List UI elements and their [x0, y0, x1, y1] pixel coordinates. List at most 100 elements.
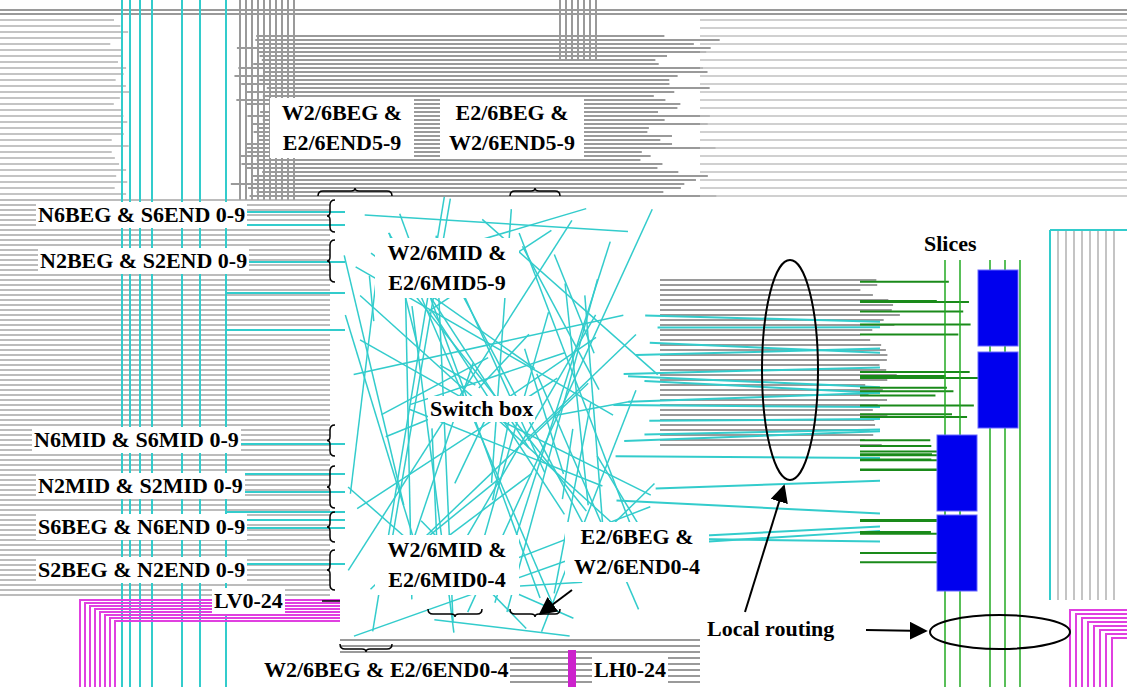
- grey-wire: [700, 155, 1127, 157]
- grey-wire: [0, 284, 330, 286]
- grey-wire: [256, 35, 664, 37]
- grey-wire: [660, 279, 876, 281]
- local-wire: [860, 281, 949, 283]
- grey-wire: [0, 399, 330, 401]
- cyan-wire: [357, 378, 557, 508]
- long-wire: [1100, 630, 1127, 687]
- grey-wire: [1097, 230, 1099, 600]
- local-wire: [860, 459, 939, 461]
- grey-wire: [0, 13, 1127, 15]
- long-wire: [1088, 622, 1127, 687]
- cyan-wire: [520, 582, 582, 586]
- cyan-wire: [644, 430, 880, 435]
- grey-wire: [0, 109, 121, 111]
- grey-wire: [0, 344, 330, 346]
- grey-wire: [700, 163, 1127, 165]
- grey-wire: [0, 97, 120, 99]
- cyan-wire: [129, 0, 131, 687]
- grey-wire: [0, 73, 124, 75]
- bracket: [327, 550, 335, 590]
- grey-wire: [234, 75, 677, 77]
- grey-wire: [660, 424, 875, 426]
- grey-wire: [0, 139, 112, 141]
- grey-wire: [0, 504, 330, 506]
- grey-wire: [700, 43, 1127, 45]
- grey-wire: [0, 151, 112, 153]
- grey-wire: [257, 0, 259, 200]
- local-wire: [860, 561, 938, 563]
- grey-wire: [0, 389, 330, 391]
- grey-wire: [660, 334, 860, 336]
- grey-wire: [0, 49, 123, 51]
- grey-wire: [660, 299, 888, 301]
- grey-wire: [0, 145, 129, 147]
- cyan-wire: [656, 481, 880, 489]
- wire-label: LH0-24: [592, 657, 668, 683]
- grey-wire: [340, 651, 700, 653]
- wire-label: W2/6MID & E2/6MID5-9: [375, 238, 519, 298]
- wire-label: W2/6BEG & E2/6END5-9: [270, 98, 414, 158]
- grey-wire: [0, 509, 330, 511]
- grey-wire: [0, 464, 330, 466]
- grey-wire: [0, 424, 330, 426]
- wire-label: N6MID & S6MID 0-9: [32, 427, 241, 453]
- grey-wire: [340, 645, 700, 647]
- grey-wire: [595, 0, 597, 60]
- grey-wire: [252, 175, 708, 177]
- local-wire: [860, 416, 967, 418]
- grey-wire: [0, 419, 330, 421]
- grey-wire: [263, 0, 265, 200]
- grey-wire: [260, 55, 667, 57]
- grey-wire: [253, 63, 659, 65]
- grey-wire: [577, 0, 579, 60]
- grey-wire: [0, 354, 330, 356]
- grey-wire: [0, 414, 330, 416]
- grey-wire: [0, 31, 128, 33]
- grey-wire: [0, 103, 114, 105]
- grey-wire: [559, 0, 561, 60]
- leader-arrow: [866, 630, 926, 631]
- grey-wire: [660, 444, 882, 446]
- grey-wire: [0, 55, 123, 57]
- local-wire: [860, 445, 931, 447]
- grey-wire: [0, 85, 126, 87]
- cyan-wire: [181, 0, 183, 687]
- grey-wire: [0, 554, 330, 556]
- grey-wire: [0, 324, 330, 326]
- cyan-wire: [421, 478, 500, 542]
- grey-wire: [0, 294, 330, 296]
- local-wire: [860, 552, 946, 554]
- grey-wire: [0, 364, 330, 366]
- wire-label: W2/6MID & E2/6MID0-4: [375, 535, 519, 595]
- grey-wire: [700, 75, 1127, 77]
- slice-block: [978, 352, 1018, 428]
- local-wire: [860, 324, 971, 326]
- long-wire: [1082, 618, 1127, 687]
- grey-wire: [0, 187, 115, 189]
- grey-wire: [0, 193, 126, 195]
- long-wire: [1106, 634, 1127, 687]
- grey-wire: [0, 163, 119, 165]
- wire-label: S6BEG & N6END 0-9: [36, 514, 247, 540]
- wire-label: S2BEG & N2END 0-9: [36, 557, 247, 583]
- cyan-wire: [617, 501, 880, 514]
- cyan-wire: [554, 402, 631, 416]
- cyan-wire: [628, 393, 880, 402]
- grey-wire: [263, 95, 654, 97]
- bracket: [340, 644, 392, 652]
- wire-label: Local routing: [705, 616, 836, 642]
- slices: [937, 270, 1018, 591]
- leader-arrow: [745, 486, 784, 612]
- grey-wire: [660, 289, 860, 291]
- bracket: [510, 609, 560, 617]
- local-wire: [860, 394, 935, 396]
- cyan-wire: [360, 296, 635, 544]
- grey-wire: [1049, 230, 1051, 600]
- grey-wire: [255, 179, 696, 181]
- wire-label: N2MID & S2MID 0-9: [36, 473, 245, 499]
- local-wire: [860, 387, 947, 389]
- callout-ellipse: [762, 260, 818, 480]
- grey-wire: [660, 294, 873, 296]
- grey-wire: [0, 349, 330, 351]
